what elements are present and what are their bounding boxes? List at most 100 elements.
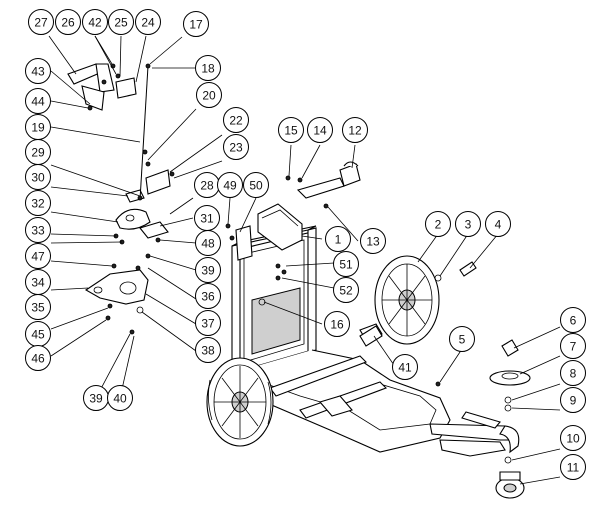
callout-9: 9 xyxy=(560,387,586,413)
callout-circle xyxy=(183,11,209,37)
bolt-6 xyxy=(501,339,519,357)
callout-label: 34 xyxy=(31,276,45,290)
left-wheel xyxy=(206,357,274,447)
callout-48: 48 xyxy=(195,230,221,256)
callout-18: 18 xyxy=(195,55,221,81)
callout-label: 51 xyxy=(339,258,353,272)
callout-label: 9 xyxy=(570,394,577,408)
callout-label: 6 xyxy=(570,314,577,328)
callout-circle xyxy=(195,310,221,336)
callout-32: 32 xyxy=(25,190,51,216)
callout-35: 35 xyxy=(25,294,51,320)
callout-circle xyxy=(196,82,222,108)
callout-4: 4 xyxy=(485,211,511,237)
callout-circle xyxy=(25,190,51,216)
callout-label: 25 xyxy=(114,16,128,30)
callout-24: 24 xyxy=(135,9,161,35)
callout-12: 12 xyxy=(342,117,368,143)
block-25 xyxy=(115,77,137,99)
callout-circle xyxy=(560,425,586,451)
callout-circle xyxy=(55,9,81,35)
callout-circle xyxy=(195,257,221,283)
callout-circle xyxy=(28,9,54,35)
callout-label: 26 xyxy=(61,16,75,30)
callout-label: 38 xyxy=(201,344,215,358)
callout-circle xyxy=(223,134,249,160)
callout-label: 27 xyxy=(34,16,48,30)
callout-label: 31 xyxy=(200,212,214,226)
callout-1: 1 xyxy=(325,226,351,252)
callout-47: 47 xyxy=(25,243,51,269)
callout-8: 8 xyxy=(560,360,586,386)
callout-7: 7 xyxy=(560,333,586,359)
callout-circle xyxy=(25,345,51,371)
callout-circle xyxy=(243,172,269,198)
callout-label: 15 xyxy=(284,124,298,138)
callout-label: 3 xyxy=(465,218,472,232)
callout-41: 41 xyxy=(392,354,418,380)
callout-label: 29 xyxy=(31,146,45,160)
callout-circle xyxy=(307,117,333,143)
callout-label: 37 xyxy=(201,317,215,331)
callout-circle xyxy=(560,360,586,386)
callout-label: 32 xyxy=(31,197,45,211)
callout-label: 19 xyxy=(31,121,45,135)
callout-31: 31 xyxy=(194,205,220,231)
callout-46: 46 xyxy=(25,345,51,371)
base-plate-35 xyxy=(84,269,149,305)
callout-16: 16 xyxy=(324,311,350,337)
callout-circle xyxy=(107,385,133,411)
callout-38: 38 xyxy=(195,337,221,363)
callout-circle xyxy=(425,211,451,237)
callout-13: 13 xyxy=(360,228,386,254)
callout-circle xyxy=(108,9,134,35)
callout-circle xyxy=(195,337,221,363)
callout-15: 15 xyxy=(278,117,304,143)
callout-44: 44 xyxy=(25,88,51,114)
callout-circle xyxy=(325,226,351,252)
callout-circle xyxy=(135,9,161,35)
callout-52: 52 xyxy=(333,277,359,303)
callout-39: 39 xyxy=(195,257,221,283)
callout-label: 39 xyxy=(201,264,215,278)
callout-label: 2 xyxy=(435,218,442,232)
callout-label: 30 xyxy=(31,171,45,185)
callout-circle xyxy=(25,164,51,190)
callout-label: 48 xyxy=(201,237,215,251)
callout-17: 17 xyxy=(183,11,209,37)
callout-43: 43 xyxy=(25,58,51,84)
callout-circle xyxy=(560,387,586,413)
callout-label: 49 xyxy=(223,179,237,193)
callout-20: 20 xyxy=(196,82,222,108)
callout-label: 13 xyxy=(366,235,380,249)
callout-circle xyxy=(485,211,511,237)
callout-circle xyxy=(195,230,221,256)
callout-26: 26 xyxy=(55,9,81,35)
callout-11: 11 xyxy=(560,454,586,480)
caster-wheel-11 xyxy=(495,471,525,499)
callout-5: 5 xyxy=(449,326,475,352)
callout-circle xyxy=(217,172,243,198)
callout-label: 46 xyxy=(31,352,45,366)
callout-label: 39 xyxy=(89,392,103,406)
callout-circle xyxy=(82,9,108,35)
callout-3: 3 xyxy=(455,211,481,237)
callout-36: 36 xyxy=(195,283,221,309)
callout-42: 42 xyxy=(82,9,108,35)
callout-22: 22 xyxy=(223,107,249,133)
callout-circle xyxy=(392,354,418,380)
callout-label: 28 xyxy=(200,179,214,193)
bracket-1 xyxy=(257,203,303,251)
callout-label: 41 xyxy=(398,361,412,375)
callout-label: 24 xyxy=(141,16,155,30)
handle-27 xyxy=(67,63,115,111)
callout-label: 5 xyxy=(459,333,466,347)
rod-17 xyxy=(139,65,149,201)
callout-label: 50 xyxy=(249,179,263,193)
callout-label: 33 xyxy=(31,224,45,238)
callout-label: 47 xyxy=(31,250,45,264)
callout-label: 35 xyxy=(31,301,45,315)
callout-label: 1 xyxy=(335,233,342,247)
callout-6: 6 xyxy=(560,307,586,333)
